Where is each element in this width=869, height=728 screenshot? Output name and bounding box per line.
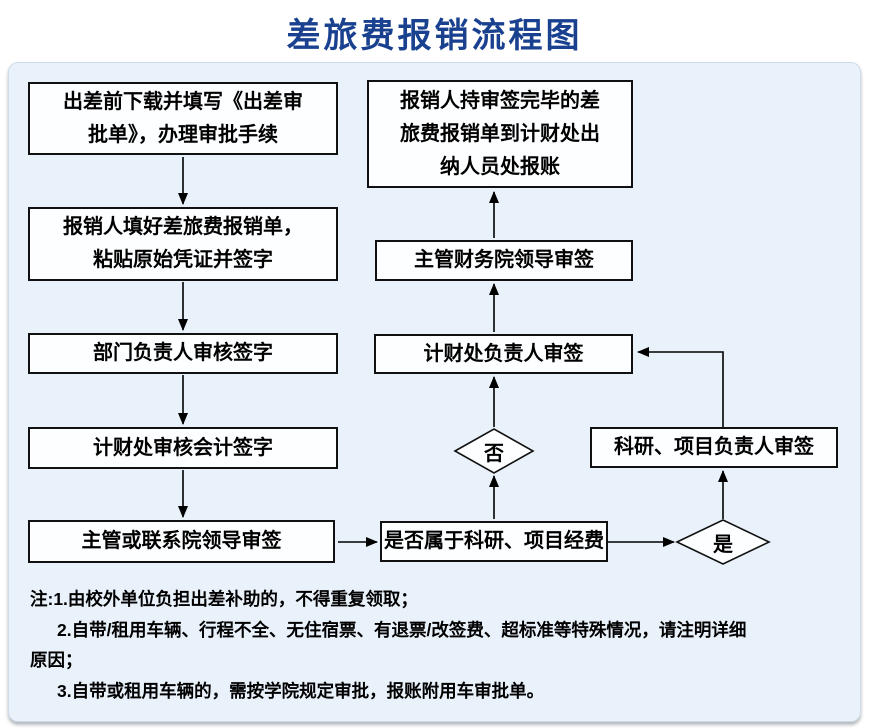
node-dept-head-check: 部门负责人审核签字	[28, 333, 338, 374]
footnote-2-continued: 原因；	[30, 650, 83, 670]
footnote-1: 注:1.由校外单位负担出差补助的，不得重复领取；	[30, 589, 418, 609]
node-supervisor-dean-sign-label: 主管或联系院领导审签	[81, 530, 282, 552]
node-dept-head-check-label: 部门负责人审核签字	[93, 342, 273, 364]
node-finance-accountant-check: 计财处审核会计签字	[28, 427, 338, 469]
node-finance-office-head-sign-label: 计财处负责人审签	[423, 342, 584, 365]
node-download-form-label: 出差前下载并填写《出差审批单》，办理审批手续	[63, 90, 303, 146]
node-research-project-leader-sign-label: 科研、项目负责人审签	[614, 436, 814, 458]
node-download-form: 出差前下载并填写《出差审批单》，办理审批手续	[28, 82, 338, 155]
node-fill-form: 报销人填好差旅费报销单，粘贴原始凭证并签字	[28, 207, 338, 281]
node-is-research-project-fund: 是否属于科研、项目经费	[380, 521, 608, 562]
node-finance-dean-sign-label: 主管财务院领导审签	[414, 249, 594, 271]
node-finance-office-head-sign: 计财处负责人审签	[374, 334, 633, 374]
node-is-research-project-fund-label: 是否属于科研、项目经费	[384, 530, 604, 552]
node-research-project-leader-sign: 科研、项目负责人审签	[590, 427, 838, 468]
node-cashier-reimburse-label: 报销人持审签完毕的差旅费报销单到计财处出纳人员处报账	[400, 89, 600, 178]
node-finance-dean-sign: 主管财务院领导审签	[375, 240, 633, 281]
decision-no-label: 否	[484, 442, 504, 465]
footnote-3: 3.自带或租用车辆的，需按学院规定审批，报账附用车审批单。	[57, 680, 545, 701]
node-finance-accountant-check-label: 计财处审核会计签字	[93, 436, 273, 459]
node-fill-form-label: 报销人填好差旅费报销单，粘贴原始凭证并签字	[63, 216, 303, 271]
footnote-2: 2.自带/租用车辆、行程不全、无住宿票、有退票/改签费、超标准等特殊情况，请注明…	[57, 619, 747, 640]
footnotes: 注:1.由校外单位负担出差补助的，不得重复领取； 2.自带/租用车辆、行程不全、…	[30, 584, 840, 706]
node-cashier-reimburse: 报销人持审签完毕的差旅费报销单到计财处出纳人员处报账	[367, 80, 633, 188]
decision-yes-label: 是	[713, 533, 733, 556]
page-title: 差旅费报销流程图	[286, 18, 583, 55]
node-supervisor-dean-sign: 主管或联系院领导审签	[28, 520, 335, 563]
